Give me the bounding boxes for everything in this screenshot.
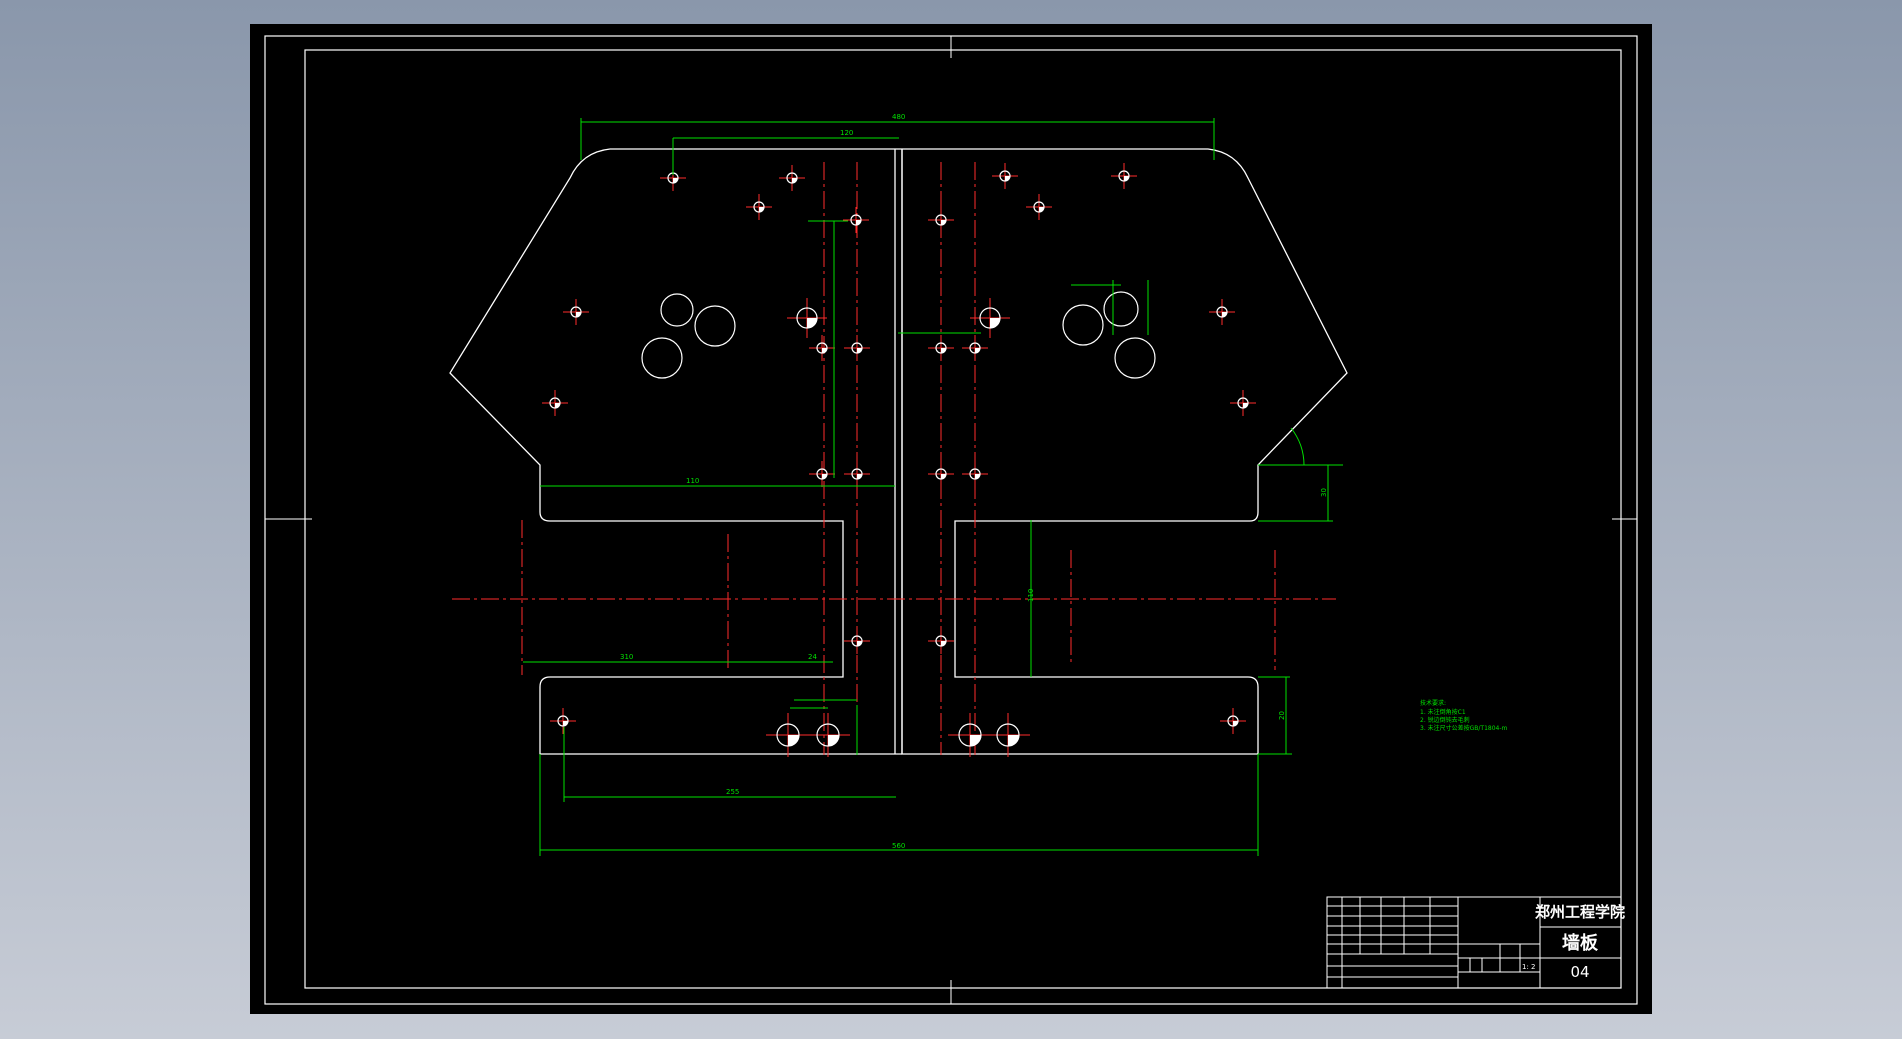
notes-title: 技术要求:	[1420, 699, 1446, 707]
dimension-lines	[523, 118, 1343, 856]
bottom-hole-3	[948, 713, 992, 757]
bearing-hole-6	[1114, 337, 1156, 379]
hole-17	[809, 461, 835, 487]
drawing-sheet	[250, 24, 1652, 1014]
dim-middle-height: 110	[1027, 589, 1035, 602]
dim-lower-left-width: 110	[686, 477, 699, 485]
holes-layer	[542, 163, 1256, 757]
bearing-hole-5	[1103, 291, 1139, 327]
part-name: 墙板	[1562, 932, 1599, 954]
hole-14	[844, 335, 870, 361]
hole-22	[928, 628, 954, 654]
center-lines	[452, 162, 1336, 755]
hole-10	[1230, 390, 1256, 416]
hole-19	[928, 461, 954, 487]
bottom-hole-4	[986, 713, 1030, 757]
notes-line-1: 1. 未注倒角按C1	[1420, 708, 1466, 716]
hole-13	[809, 335, 835, 361]
hole-3	[746, 194, 772, 220]
dim-left-slot: 310	[620, 653, 633, 661]
hole-2	[779, 165, 805, 191]
dim-overall-bottom: 560	[892, 842, 905, 850]
hole-23	[550, 708, 576, 734]
hole-8	[1209, 299, 1235, 325]
dimension-labels: 480 560 255 310 110 120 24 110 30 20	[620, 113, 1328, 850]
hole-12	[928, 207, 954, 233]
dim-middle-low: 24	[808, 653, 817, 661]
bottom-hole-2	[806, 713, 850, 757]
hole-4	[992, 163, 1018, 189]
part-outline	[449, 148, 1348, 755]
title-block	[1326, 896, 1622, 989]
dowel-hole-1	[787, 298, 827, 338]
dim-left-mid: 120	[840, 129, 853, 137]
bearing-hole-3	[641, 337, 683, 379]
notes-line-2: 2. 锐边倒钝去毛刺	[1420, 716, 1470, 724]
hole-5	[1026, 194, 1052, 220]
notes-line-3: 3. 未注尺寸公差按GB/T1804-m	[1420, 724, 1508, 732]
dowel-hole-2	[970, 298, 1010, 338]
bearing-hole-1	[660, 293, 694, 327]
bearing-hole-4	[1062, 304, 1104, 346]
hole-15	[928, 335, 954, 361]
title-block-text: 郑州工程学院 墙板 04 1: 2	[1522, 903, 1625, 981]
hole-21	[844, 628, 870, 654]
hole-11	[843, 207, 869, 233]
dim-overall-top: 480	[892, 113, 905, 121]
technical-notes: 技术要求: 1. 未注倒角按C1 2. 锐边倒钝去毛刺 3. 未注尺寸公差按GB…	[1420, 699, 1508, 732]
hole-6	[1111, 163, 1137, 189]
dim-bottom-hole-span: 255	[726, 788, 739, 796]
sheet-center-marks	[265, 36, 1637, 1004]
dim-right-bottom-height: 20	[1278, 711, 1286, 720]
dim-right-drop: 30	[1320, 488, 1328, 497]
hole-18	[844, 461, 870, 487]
bottom-hole-1	[766, 713, 810, 757]
hole-24	[1220, 708, 1246, 734]
hole-7	[563, 299, 589, 325]
hole-20	[962, 461, 988, 487]
scale-value: 1: 2	[1522, 963, 1536, 971]
hole-16	[962, 335, 988, 361]
bearing-hole-2	[694, 305, 736, 347]
school-name: 郑州工程学院	[1535, 903, 1625, 921]
drawing-number: 04	[1570, 963, 1589, 981]
hole-9	[542, 390, 568, 416]
